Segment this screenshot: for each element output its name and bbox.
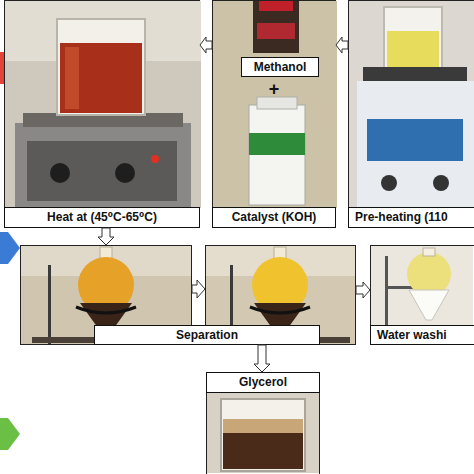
heating-photo (5, 1, 201, 208)
process-box: Heat at (45⁰C-65⁰C) (4, 0, 200, 228)
caption-label: Glycerol (206, 372, 320, 393)
reagent-box: + Catalyst (KOH) Methanol (212, 0, 336, 228)
flow-arrow (254, 345, 270, 372)
plus-sign: + (213, 79, 335, 99)
flow-arrow (336, 37, 348, 53)
process-box: Pre-heating (110 (348, 0, 474, 228)
caption-label: Pre-heating (110 (348, 207, 474, 228)
washing-photo (371, 246, 473, 326)
caption-label: Heat at (45⁰C-65⁰C) (4, 207, 200, 228)
flow-arrow (200, 37, 212, 53)
reagent-label-box: Methanol (241, 57, 319, 77)
reagent-photo (213, 1, 337, 208)
process-box: Water washi (370, 245, 474, 345)
preheating-photo (349, 1, 474, 208)
caption-label: Methanol (241, 57, 319, 77)
flow-arrow (356, 282, 370, 298)
process-group: Separation (20, 245, 356, 345)
caption-label: Catalyst (KOH) (212, 207, 336, 228)
green-chevron (0, 418, 20, 450)
blue-chevron (0, 232, 20, 264)
flow-arrow (98, 228, 114, 245)
glycerol-photo (207, 393, 319, 473)
product-box: Glycerol (206, 372, 320, 474)
caption-label: Water washi (370, 325, 474, 345)
caption-label: Separation (94, 325, 320, 345)
